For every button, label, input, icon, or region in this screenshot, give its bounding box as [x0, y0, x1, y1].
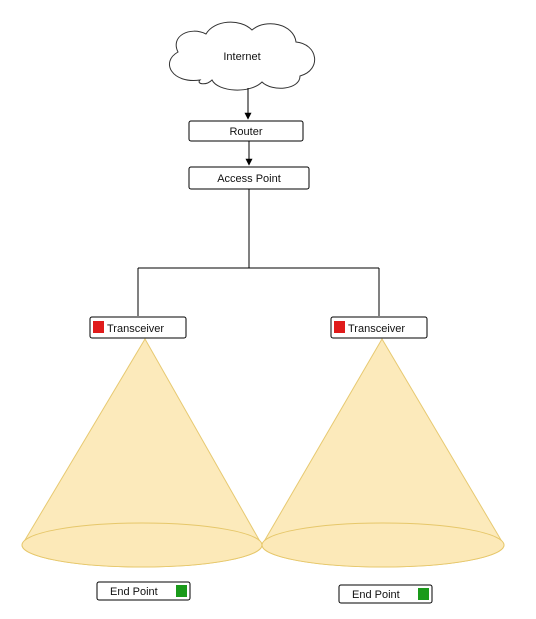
transceiver-left-status-icon — [93, 321, 104, 333]
router-node[interactable]: Router — [188, 120, 304, 142]
transceiver-right-node[interactable]: Transceiver — [330, 316, 428, 339]
transceiver-left-node[interactable]: Transceiver — [89, 316, 187, 339]
endpoint-left-status-icon — [176, 585, 187, 597]
endpoint-right-status-icon — [418, 588, 429, 600]
endpoint-right-label: End Point — [352, 589, 400, 601]
endpoint-right-node[interactable]: End Point — [338, 584, 433, 604]
ap-transceiver-connector — [137, 189, 380, 316]
transceiver-right-label: Transceiver — [348, 323, 405, 335]
router-label: Router — [229, 126, 262, 138]
endpoint-left-label: End Point — [110, 586, 158, 598]
access-point-node[interactable]: Access Point — [188, 166, 310, 190]
endpoint-left-node[interactable]: End Point — [96, 581, 191, 601]
coverage-cone-left — [21, 338, 263, 568]
internet-cloud: Internet — [168, 21, 316, 91]
access-point-label: Access Point — [217, 173, 281, 185]
coverage-cone-right — [261, 338, 505, 568]
transceiver-left-label: Transceiver — [107, 323, 164, 335]
internet-label: Internet — [223, 51, 260, 63]
transceiver-right-status-icon — [334, 321, 345, 333]
